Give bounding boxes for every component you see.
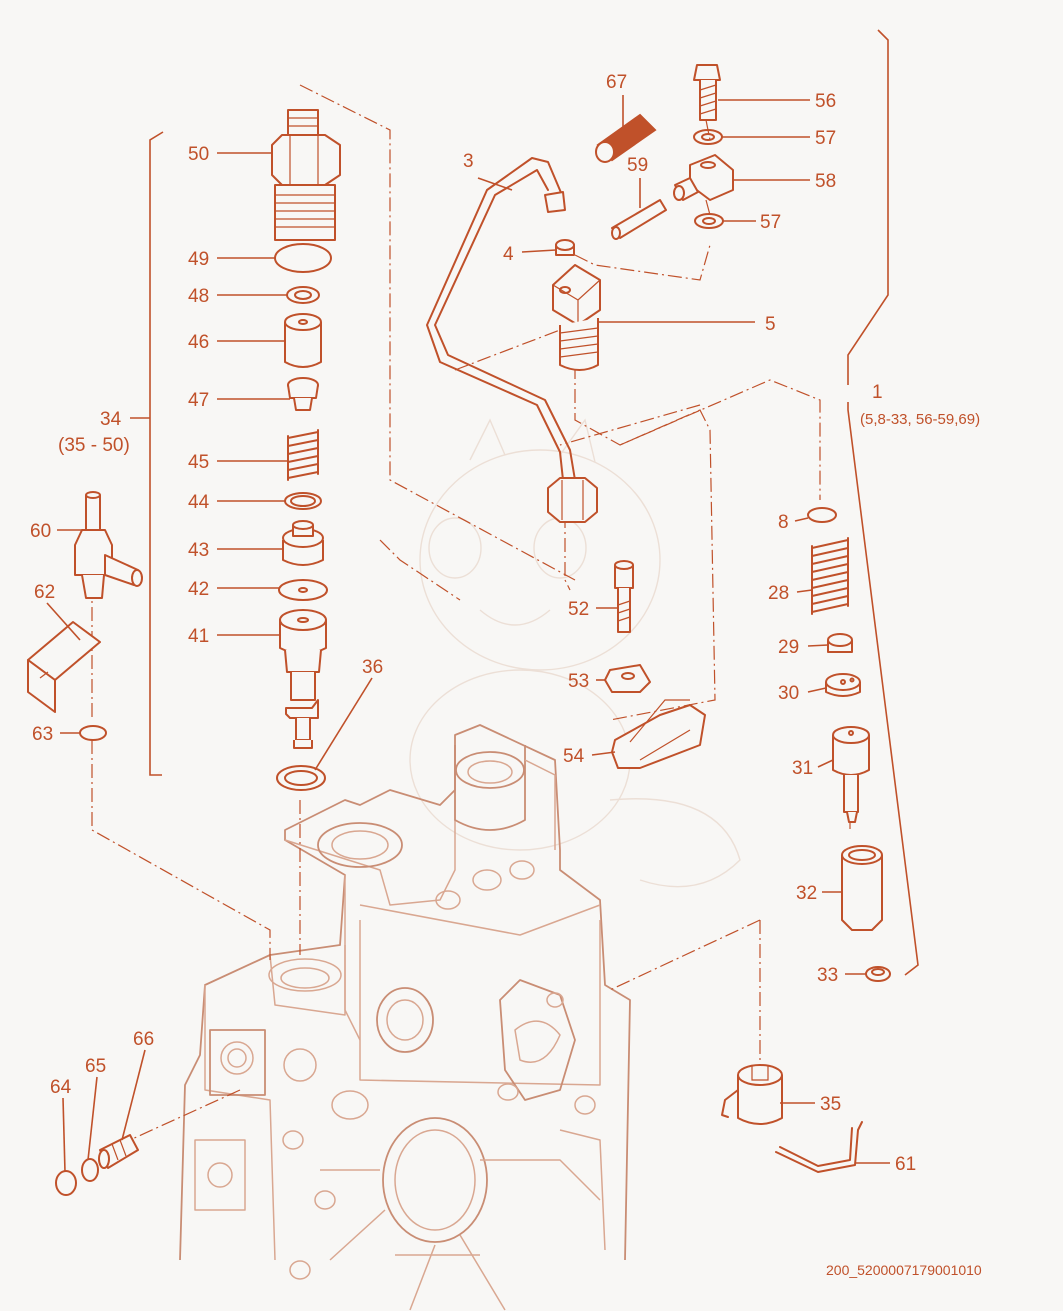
label-8: 8 (778, 512, 789, 533)
label-46: 46 (188, 332, 209, 353)
label-49: 49 (188, 249, 209, 270)
part-63-o-ring (79, 725, 107, 741)
label-30: 30 (778, 683, 799, 704)
part-8-washer (807, 507, 837, 523)
callout-labels: 50 49 48 46 47 45 44 43 42 41 36 34 (35 … (30, 72, 980, 1175)
part-29-spring-seat (827, 633, 853, 653)
part-33-seal-washer (865, 966, 891, 982)
label-28: 28 (768, 583, 789, 604)
part-47-pressure-pin (287, 377, 319, 411)
label-57-upper: 57 (815, 128, 836, 149)
label-29: 29 (778, 637, 799, 658)
part-45-spring (287, 429, 319, 481)
part-3-injection-line (426, 157, 598, 523)
label-33: 33 (817, 965, 838, 986)
part-64-plug (55, 1170, 77, 1196)
label-60: 60 (30, 521, 51, 542)
label-48: 48 (188, 286, 209, 307)
part-46-sleeve (284, 313, 322, 368)
part-41-nozzle (279, 609, 327, 749)
part-57-washer-lower (694, 213, 724, 229)
part-50-nozzle-holder (271, 109, 341, 241)
part-56-bolt (693, 64, 721, 121)
part-48-circlip (286, 286, 320, 304)
label-31: 31 (792, 758, 813, 779)
leader-lines (46, 95, 890, 1173)
label-1: 1 (872, 382, 883, 403)
label-43: 43 (188, 540, 209, 561)
part-32-nozzle-sleeve (841, 845, 883, 931)
label-50: 50 (188, 144, 209, 165)
label-44: 44 (188, 492, 210, 513)
part-67-hose (595, 113, 657, 163)
label-64: 64 (50, 1077, 72, 1098)
group-34-bracket (149, 131, 164, 776)
part-5-pressure-connector (552, 264, 601, 371)
label-53: 53 (568, 671, 589, 692)
part-28-spring (811, 537, 849, 615)
part-62-bracket (27, 621, 101, 713)
label-63: 63 (32, 724, 53, 745)
engine-block-housing (179, 724, 631, 1311)
part-42-disc (278, 579, 328, 601)
label-58: 58 (815, 171, 836, 192)
part-66-fitting (98, 1134, 139, 1169)
part-43-intermediate-washer (282, 520, 324, 566)
part-60-tee-fitting (74, 491, 143, 599)
label-62: 62 (34, 582, 55, 603)
label-34-range: (35 - 50) (58, 435, 130, 456)
part-31-injection-nozzle (832, 726, 870, 823)
label-57-lower: 57 (760, 212, 781, 233)
label-3: 3 (463, 151, 474, 172)
part-35-clamp-sleeve (721, 1064, 783, 1125)
part-44-washer (284, 492, 322, 510)
part-65-seal-ring (81, 1158, 99, 1182)
part-53-clamp-piece (604, 664, 651, 693)
label-52: 52 (568, 599, 589, 620)
label-56: 56 (815, 91, 836, 112)
center-lines (91, 84, 851, 1141)
part-52-cap-screw (614, 560, 634, 633)
part-54-clamp (611, 699, 706, 769)
label-59: 59 (627, 155, 648, 176)
label-65: 65 (85, 1056, 106, 1077)
label-36: 36 (362, 657, 383, 678)
label-41: 41 (188, 626, 209, 647)
label-54: 54 (563, 746, 585, 767)
drawing-reference: 200_5200007179001010 (826, 1262, 982, 1278)
label-4: 4 (503, 244, 514, 265)
label-1-range: (5,8-33, 56-59,69) (860, 411, 980, 428)
part-61-retaining-wire (775, 1121, 863, 1173)
part-30-intermediate-disc (825, 673, 861, 697)
label-66: 66 (133, 1029, 154, 1050)
label-45: 45 (188, 452, 209, 473)
label-35: 35 (820, 1094, 841, 1115)
part-4-nut (555, 239, 575, 256)
label-42: 42 (188, 579, 209, 600)
label-5: 5 (765, 314, 776, 335)
part-58-banjo-fitting (673, 154, 734, 201)
label-32: 32 (796, 883, 817, 904)
part-36-seal-ring (276, 765, 326, 791)
watermark-mascot (409, 418, 741, 888)
label-61: 61 (895, 1154, 916, 1175)
label-47: 47 (188, 390, 209, 411)
label-67: 67 (606, 72, 627, 93)
label-34: 34 (100, 409, 122, 430)
part-59-pin (611, 199, 667, 240)
part-49-o-ring (274, 243, 332, 273)
group-1-bracket (847, 29, 919, 976)
